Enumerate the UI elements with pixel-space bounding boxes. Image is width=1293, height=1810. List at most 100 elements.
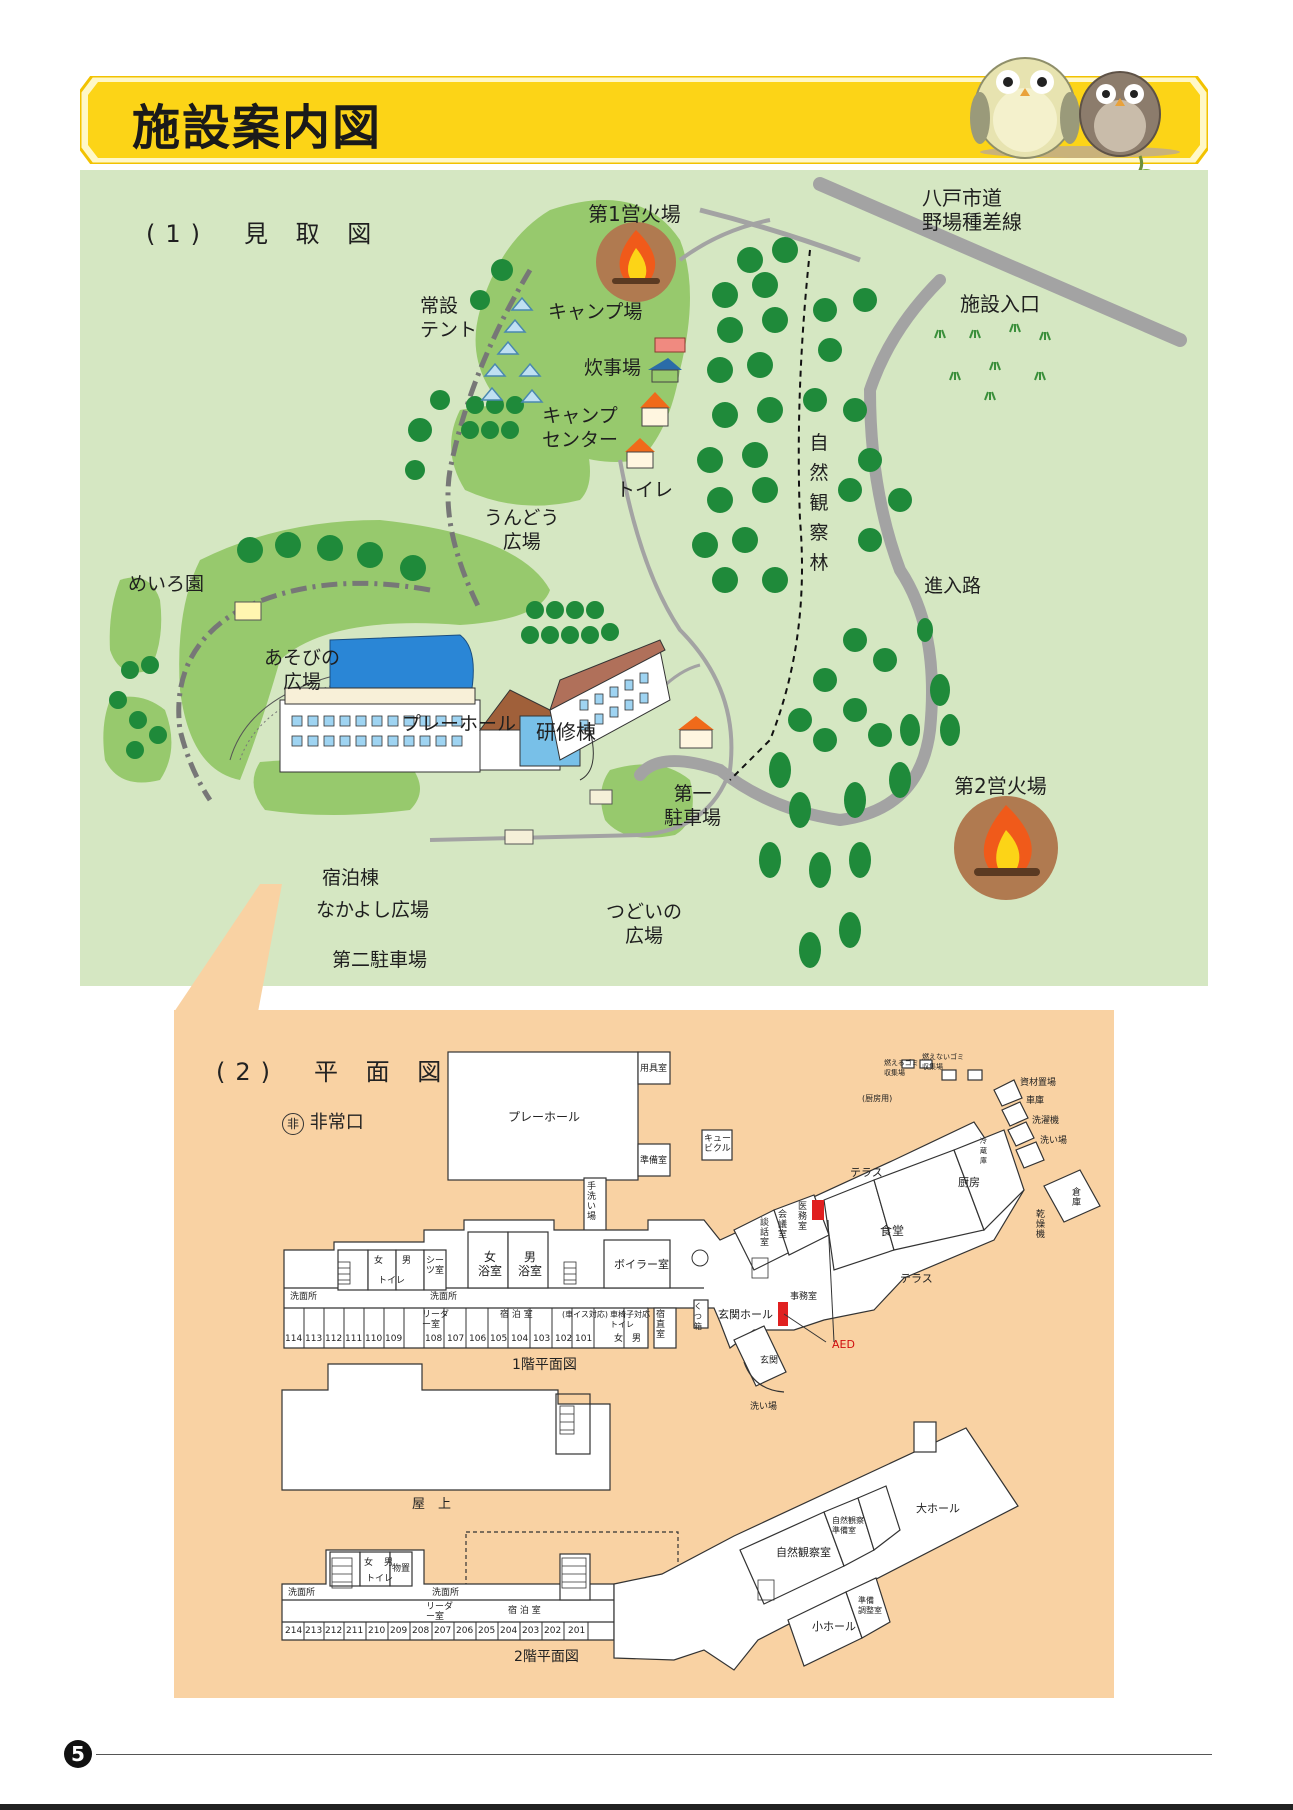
room-number: 210 [368, 1626, 386, 1636]
room-women: 女 [374, 1256, 384, 1266]
footer-rule [96, 1754, 1212, 1755]
label-shukuhaku: 宿泊棟 [322, 867, 380, 889]
room-men: 男 [402, 1256, 412, 1266]
room-toilet: トイレ [378, 1276, 406, 1286]
title-banner [80, 76, 1208, 164]
site-map-drawing [103, 177, 1187, 968]
warehouse: 倉庫 [1072, 1188, 1082, 1208]
nakayoshi-lawn [253, 759, 420, 815]
room-number: 212 [325, 1626, 343, 1636]
room-number: 208 [412, 1626, 430, 1636]
room-number: 108 [425, 1334, 443, 1344]
room-entrance: 玄関 [760, 1356, 779, 1366]
room-entrance-hall: 玄関ホール [718, 1308, 773, 1321]
main-buildings [229, 634, 671, 845]
room-number: 106 [469, 1334, 487, 1344]
aed-label: AED [832, 1338, 855, 1351]
label-entrance: 施設入口 [960, 292, 1040, 316]
room-number: 213 [305, 1626, 323, 1636]
f2-men: 男 [384, 1558, 394, 1568]
room-number: 203 [522, 1626, 540, 1636]
room-number: 103 [533, 1334, 551, 1344]
room-number: 204 [500, 1626, 518, 1636]
room-meeting: 会議室 [778, 1210, 788, 1240]
room-storage: 用具室 [640, 1064, 668, 1074]
stairs-icons [331, 1257, 775, 1601]
room-cubicle: キュー ビクル [704, 1134, 732, 1154]
f2-washroom-a: 洗面所 [288, 1588, 316, 1598]
room-number: 109 [385, 1334, 403, 1344]
room-terrace-b: テラス [900, 1272, 933, 1285]
room-number: 206 [456, 1626, 474, 1636]
room-kitchen: 厨房 [958, 1176, 980, 1189]
emergency-exit-legend-text: 非常口 [309, 1112, 364, 1133]
floor-2-caption: 2階平面図 [514, 1649, 579, 1665]
label-kitchen: 炊事場 [584, 357, 642, 379]
room-number: 105 [490, 1334, 508, 1344]
label-tsudoi: つどいの 広場 [606, 901, 683, 947]
label-tents: 常設 テント [420, 295, 478, 341]
owl-mascots-icon [970, 57, 1180, 179]
f2-women: 女 [364, 1558, 374, 1568]
materials-yard: 資材置場 [1020, 1078, 1057, 1088]
room-prep: 準備室 [640, 1156, 668, 1166]
label-nature: 自然観察林 [809, 432, 829, 574]
room-number: 201 [568, 1626, 586, 1636]
label-parking-2: 第二駐車場 [332, 949, 428, 971]
room-number: 211 [346, 1626, 364, 1636]
f2-toilet: トイレ [366, 1574, 394, 1584]
dryer: 乾燥機 [1036, 1210, 1046, 1240]
label-toilet: トイレ [616, 479, 674, 501]
nonburn-trash: 燃えないゴミ 収集場 [922, 1053, 964, 1071]
room-washroom-b: 洗面所 [430, 1292, 458, 1302]
label-kenshu: 研修棟 [536, 720, 596, 744]
room-number: 110 [365, 1334, 383, 1344]
room-lounge: 談話室 [760, 1218, 770, 1248]
f2-small-hall: 小ホール [812, 1620, 856, 1633]
kitchen-use: (厨房用) [862, 1094, 893, 1103]
room-playhall: プレーホール [508, 1110, 581, 1124]
room-number: 102 [555, 1334, 573, 1344]
room-number: 113 [305, 1334, 323, 1344]
floor-plan-area: (2) 平 面 図 非 非常口 プレーホール 用具室 準備室 キュー ビクル 手… [174, 1010, 1114, 1698]
bottom-rule [0, 1804, 1293, 1810]
zoom-connector [174, 884, 282, 1012]
page-number: 5 [64, 1740, 92, 1768]
room-number: 107 [447, 1334, 465, 1344]
room-men-bath: 男 浴室 [518, 1250, 543, 1278]
room-washplace: 洗い場 [750, 1402, 778, 1412]
label-nakayoshi: なかよし広場 [316, 899, 430, 921]
emergency-exit-legend: 非 非常口 [282, 1108, 364, 1135]
f2-leader: リーダ ー室 [426, 1602, 454, 1622]
floor-plan-drawing [281, 1051, 1101, 1671]
room-medical: 医務室 [798, 1202, 808, 1232]
label-undou: うんどう 広場 [484, 507, 560, 553]
emergency-exit-icon: 非 [282, 1113, 304, 1135]
label-campfire-2: 第2営火場 [954, 774, 1047, 798]
label-approach: 進入路 [924, 575, 982, 597]
f2-washroom-b: 洗面所 [432, 1588, 460, 1598]
room-terrace-a: テラス [850, 1166, 883, 1179]
room-number: 104 [511, 1334, 529, 1344]
room-shoes: くつ箱 [694, 1302, 702, 1331]
f2-prep: 準備 調整室 [858, 1596, 882, 1615]
room-wheelchair: (車イス対応) [562, 1310, 609, 1319]
campfire-1-icon [596, 222, 676, 302]
room-duty: 宿直室 [656, 1310, 666, 1340]
garage: 車庫 [1026, 1096, 1045, 1106]
room-number: 112 [325, 1334, 343, 1344]
room-number: 101 [575, 1334, 593, 1344]
room-wc-toilet: 車椅子対応 トイレ [610, 1310, 650, 1329]
wash: 洗い場 [1040, 1136, 1068, 1146]
tsudoi-lawn [601, 764, 693, 838]
label-camp-site: キャンプ場 [548, 301, 643, 323]
room-number: 214 [285, 1626, 303, 1636]
tent-icons [480, 296, 544, 403]
f2-nature-room: 自然観察室 [776, 1546, 831, 1559]
floor-plan-heading: (2) 平 面 図 [216, 1058, 452, 1086]
f2-storage: 物置 [392, 1564, 411, 1574]
site-map: (1) 見 取 図 第1営火場 八戸市道 野場種差線 施設入口 常設 テント キ… [80, 170, 1208, 986]
room-number: 111 [345, 1334, 363, 1344]
room-number: 209 [390, 1626, 408, 1636]
label-meiro: めいろ園 [128, 573, 205, 595]
